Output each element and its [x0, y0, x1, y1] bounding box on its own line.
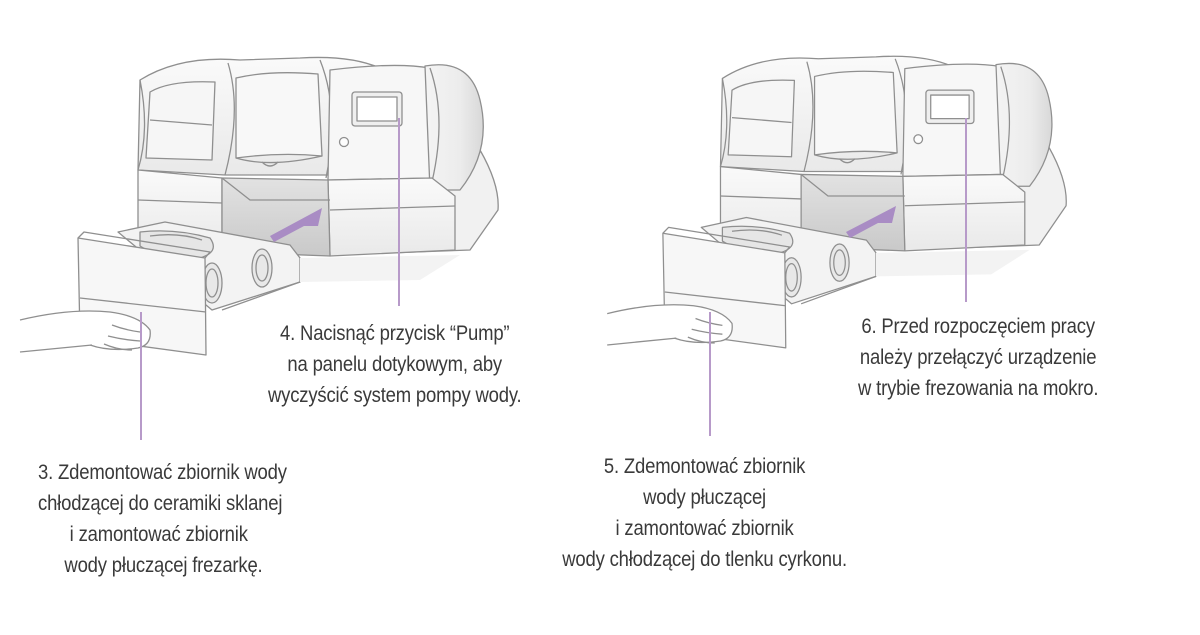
step-4-line-2: na panelu dotykowym, aby	[287, 353, 503, 376]
step-5-line-2: wody płuczącej	[643, 486, 766, 509]
step-5-line-1: 5. Zdemontować zbiornik	[603, 455, 806, 478]
step-3-line-2: chłodzącej do ceramiki sklanej	[38, 492, 283, 515]
step-6-line-1: 6. Przed rozpoczęciem pracy	[861, 315, 1095, 338]
step-5-caption: 5. Zdemontować zbiornik wody płuczącej i…	[562, 451, 847, 575]
step-3-line-4: wody płuczącej frezarkę.	[64, 554, 263, 577]
panel-steps-3-4	[19, 56, 499, 440]
step-6-line-3: w trybie frezowania na mokro.	[858, 377, 1099, 400]
step-3-line-1: 3. Zdemontować zbiornik wody	[38, 461, 287, 484]
insert-arrow-right	[846, 206, 896, 238]
step-3-caption: 3. Zdemontować zbiornik wody chłodzącej …	[38, 457, 287, 581]
step-6-caption: 6. Przed rozpoczęciem pracy należy przeł…	[858, 311, 1099, 404]
step-4-line-1: 4. Nacisnąć przycisk “Pump”	[280, 322, 510, 345]
milling-machine-illustration-right	[606, 55, 1067, 436]
step-5-line-3: i zamontować zbiornik	[615, 517, 794, 540]
panel-steps-5-6	[600, 0, 1200, 635]
step-6-line-2: należy przełączyć urządzenie	[859, 346, 1097, 369]
milling-machine-illustration-left	[19, 56, 499, 440]
step-4-caption: 4. Nacisnąć przycisk “Pump” na panelu do…	[268, 318, 522, 411]
step-5-line-4: wody chłodzącej do tlenku cyrkonu.	[562, 548, 847, 571]
step-4-line-3: wyczyścić system pompy wody.	[268, 384, 522, 407]
insert-arrow-left	[270, 208, 322, 242]
step-3-line-3: i zamontować zbiornik	[69, 523, 248, 546]
